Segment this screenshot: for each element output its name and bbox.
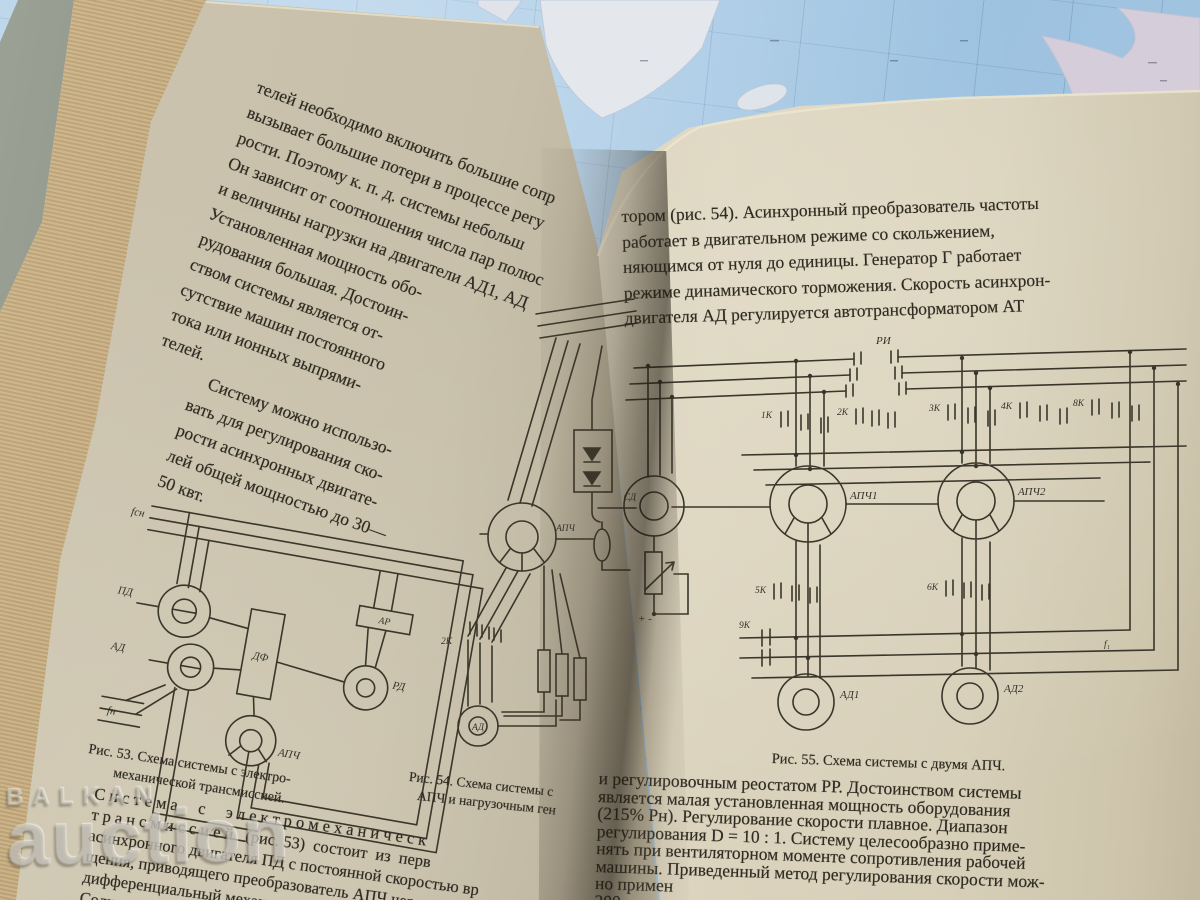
- right-page-paragraph-2: и регулировочным реостатом РР. Достоинст…: [594, 768, 1048, 900]
- right-page-paragraph-1: тором (рис. 54). Асинхронный преобразова…: [621, 191, 1051, 332]
